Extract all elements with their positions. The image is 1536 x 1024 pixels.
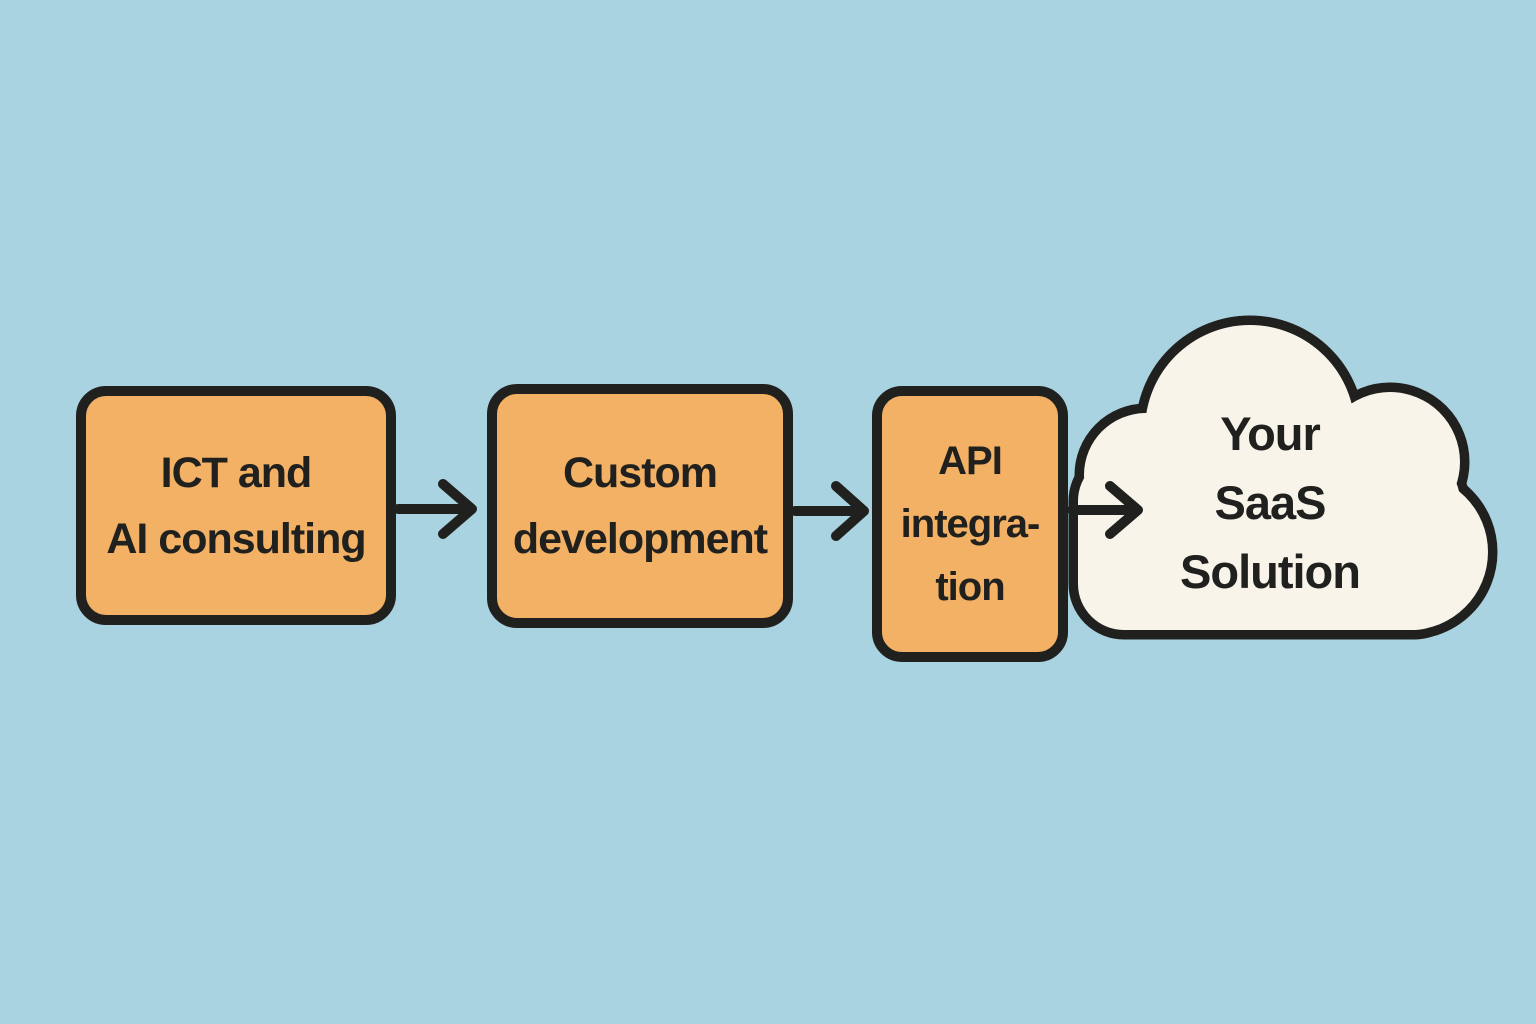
step-label-line: integra- xyxy=(900,501,1041,546)
result-label-line: Solution xyxy=(1180,545,1361,598)
flow-arrow-icon xyxy=(393,479,477,539)
step-box-custom-development: Custom development xyxy=(487,384,793,628)
flow-arrow-icon xyxy=(790,481,869,541)
step-label-line: development xyxy=(512,515,768,563)
result-label-line: Your xyxy=(1220,407,1321,460)
step-box-ict-ai-consulting: ICT and AI consulting xyxy=(76,386,396,625)
step-label-line: tion xyxy=(935,564,1005,609)
step-label-line: AI consulting xyxy=(106,514,366,563)
result-label-line: SaaS xyxy=(1214,476,1327,529)
step-box-api-integration: API integra- tion xyxy=(872,386,1068,662)
step-label-line: ICT and xyxy=(160,448,313,497)
flow-arrow-icon xyxy=(1067,481,1143,539)
result-cloud-label: Your SaaS Solution xyxy=(1130,399,1410,606)
step-label-line: API xyxy=(938,438,1003,483)
step-label-line: Custom xyxy=(562,449,718,497)
